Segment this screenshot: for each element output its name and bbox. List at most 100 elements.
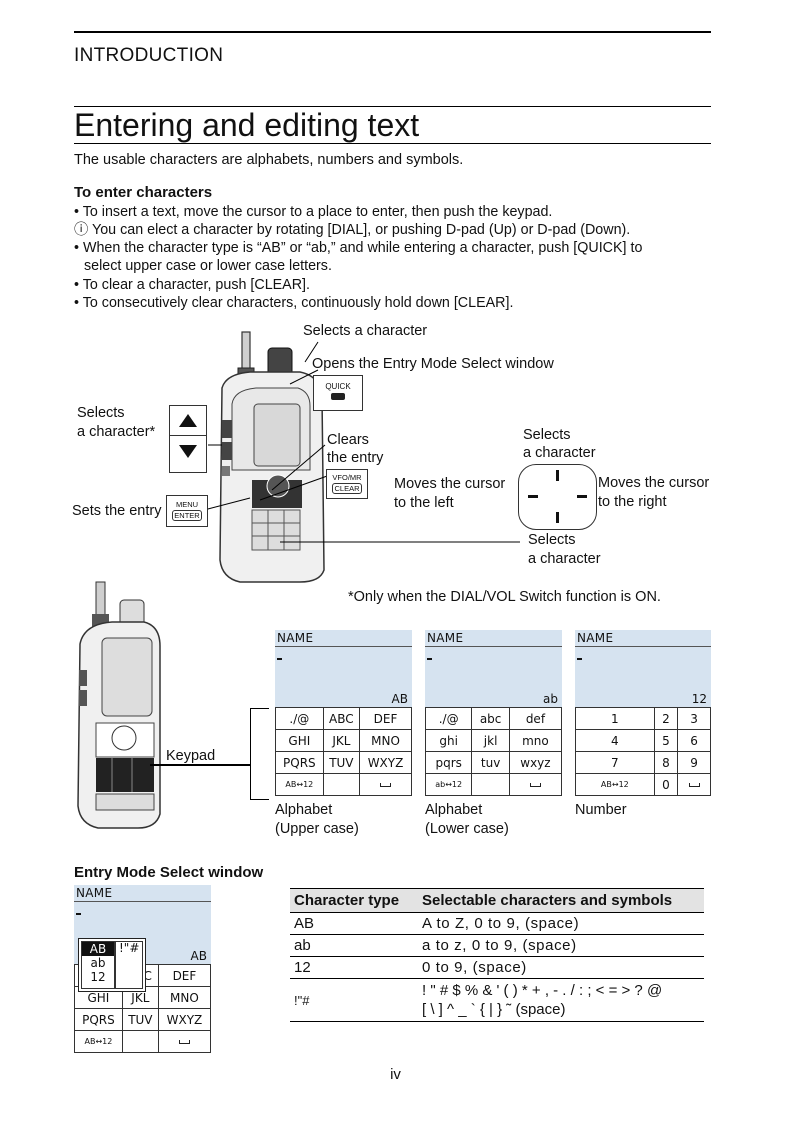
key (471, 773, 510, 796)
key: pqrs (424, 751, 473, 774)
screen-lower: NAME ab (425, 630, 562, 710)
key: 3 (677, 707, 711, 730)
enter-line-6: • To consecutively clear characters, con… (74, 295, 514, 311)
key: DEF (359, 707, 412, 730)
key: tuv (471, 751, 510, 774)
enter-line-1: • To insert a text, move the cursor to a… (74, 204, 553, 220)
popup-item-12[interactable]: 12 (90, 970, 106, 984)
mode-indicator: AB (190, 949, 207, 963)
screen-name-label: NAME (577, 631, 614, 645)
text-cursor (76, 913, 81, 915)
header-selectable-chars: Selectable characters and symbols (418, 888, 704, 913)
callout-dpad-right-1: Moves the cursor (598, 475, 710, 491)
caption-upper-2: (Upper case) (275, 821, 359, 837)
callout-opens-entry: Opens the Entry Mode Select window (312, 356, 554, 372)
title-bottom-rule (74, 143, 711, 144)
key-space (359, 773, 412, 796)
down-arrow-icon (179, 445, 197, 458)
space-icon (529, 783, 541, 787)
key: AB↔12 (74, 1030, 123, 1053)
screen-name-label: NAME (427, 631, 464, 645)
key: MNO (359, 729, 412, 752)
callout-dpad-down-1: Selects (528, 532, 576, 548)
key-divider (170, 435, 206, 436)
key: def (508, 707, 563, 730)
key: MNO (157, 986, 212, 1009)
key: GHI (275, 729, 324, 752)
callout-dpad-down-2: a character (528, 551, 601, 567)
key: PQRS (74, 1008, 123, 1031)
quick-key-label: QUICK (325, 382, 351, 391)
radio-illustration (203, 331, 520, 583)
key: 8 (653, 751, 679, 774)
dpad-up-mark (556, 470, 559, 481)
key: 4 (575, 729, 655, 752)
key: 9 (677, 751, 711, 774)
popup-item-ab[interactable]: ab (90, 956, 106, 970)
mode-indicator: AB (391, 692, 408, 706)
callout-dpad-left-2: to the left (394, 495, 454, 511)
row-type: !"# (290, 978, 418, 1022)
caption-number-1: Number (575, 802, 627, 818)
enter-line-4: select upper case or lower case letters. (84, 258, 332, 274)
row-chars: ! " # $ % & ' ( ) * + , - . / : ; < = > … (418, 978, 704, 1022)
clear-key: VFO/MR CLEAR (326, 469, 368, 499)
page-title: Entering and editing text (74, 107, 420, 143)
keypad-label: Keypad (166, 748, 216, 764)
section-label: INTRODUCTION (74, 45, 224, 66)
key: ghi (424, 729, 473, 752)
page-number: iv (390, 1066, 401, 1083)
top-rule (74, 31, 711, 33)
mode-indicator: ab (543, 692, 558, 706)
callout-sets-entry: Sets the entry (72, 503, 162, 519)
screen-name-label: NAME (76, 886, 113, 900)
key-space (508, 773, 563, 796)
row-type: 12 (290, 956, 418, 979)
mode-indicator: 12 (691, 692, 707, 706)
row-type: ab (290, 934, 418, 957)
screen-number: NAME 12 (575, 630, 711, 710)
key: 5 (653, 729, 679, 752)
text-cursor (277, 658, 282, 660)
name-underline (74, 901, 211, 902)
callout-selects-side-1: Selects (77, 405, 125, 421)
callout-dpad-up-2: a character (523, 445, 596, 461)
key: AB↔12 (575, 773, 655, 796)
row-chars: A to Z, 0 to 9, (space) (418, 912, 704, 935)
popup-item-AB[interactable]: AB (82, 942, 114, 956)
text-cursor (427, 658, 432, 660)
key: 2 (653, 707, 679, 730)
menu-enter-key: MENU ENTER (166, 495, 208, 527)
key: jkl (471, 729, 510, 752)
callout-dpad-up-1: Selects (523, 427, 571, 443)
key (322, 773, 361, 796)
callout-selects-top: Selects a character (303, 323, 428, 339)
dpad-down-mark (556, 512, 559, 523)
name-underline (425, 646, 562, 647)
popup-item-symbol[interactable]: !"# (119, 941, 140, 955)
enter-line-2: ⓘ You can elect a character by rotating … (74, 222, 631, 238)
keypad-bracket (250, 708, 269, 800)
dpad-icon (518, 464, 597, 530)
key: AB↔12 (275, 773, 324, 796)
key-icon (331, 393, 345, 400)
callout-dpad-right-2: to the right (598, 494, 667, 510)
text-cursor (577, 658, 582, 660)
dpad-right-mark (577, 495, 587, 498)
key-space (677, 773, 711, 796)
radio-keypad-illustration (77, 581, 161, 829)
key: WXYZ (157, 1008, 212, 1031)
menu-key-label: MENU (175, 500, 199, 509)
enter-heading: To enter characters (74, 184, 213, 201)
key: 7 (575, 751, 655, 774)
key: 0 (653, 773, 679, 796)
key: 6 (677, 729, 711, 752)
space-icon (380, 783, 391, 787)
key (121, 1030, 159, 1053)
quick-key: QUICK (313, 375, 363, 411)
popup-right-col (115, 941, 143, 989)
entry-mode-heading: Entry Mode Select window (74, 864, 264, 881)
keypad-bracket-leader (150, 764, 250, 766)
